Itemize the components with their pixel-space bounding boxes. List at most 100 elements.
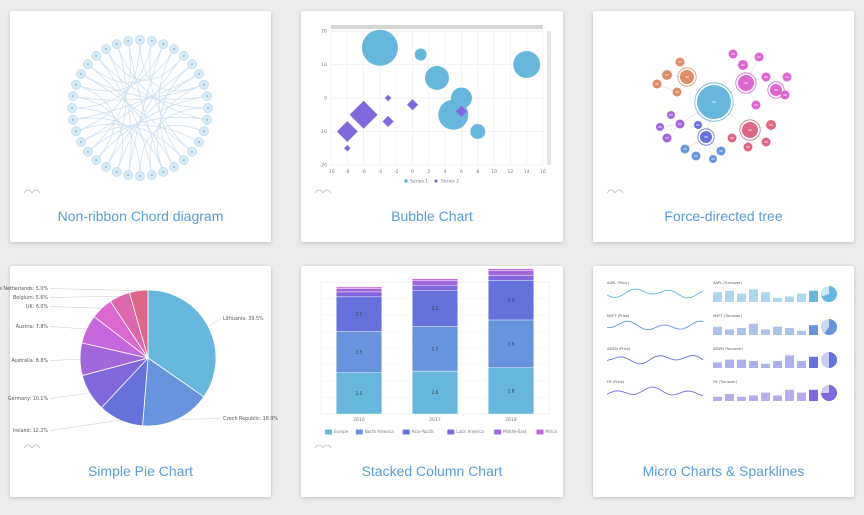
column-segment	[411, 280, 458, 286]
chord-link	[105, 48, 132, 176]
bubble-point	[438, 99, 469, 130]
chord-link	[72, 117, 164, 173]
tree-node-label-mark	[678, 61, 682, 63]
legend-label: Latin America	[456, 429, 484, 434]
micro-column	[737, 328, 746, 335]
chord-link	[75, 123, 185, 161]
tree-node-label-mark	[731, 53, 735, 55]
column-segment	[336, 372, 382, 415]
tree-node-label-mark	[785, 76, 789, 78]
x-tick-label: 10	[491, 169, 497, 175]
diamond-point	[384, 94, 392, 102]
sparkline	[606, 288, 704, 299]
tree-node-label-mark	[783, 94, 787, 96]
stacked-column-chart: 2.52.52.120162.62.72.220172.82.92.42018E…	[314, 268, 558, 449]
demo-card-micro-charts[interactable]: AAPL (Price)AAPL (Turnover)MSFT (Price)M…	[593, 266, 854, 497]
tree-node-label-mark	[704, 136, 708, 138]
card-title[interactable]: Simple Pie Chart	[87, 463, 194, 479]
chord-link	[139, 39, 205, 92]
legend-marker	[536, 429, 544, 435]
pie-label-connector	[49, 392, 90, 399]
legend-marker	[494, 429, 502, 435]
chord-link	[116, 55, 185, 173]
pie-slice	[142, 357, 205, 427]
column-value-label: 2.5	[356, 391, 363, 396]
legend-label: Asia-Pacific	[412, 429, 435, 434]
tree-node-label-mark	[744, 82, 748, 84]
card-title[interactable]: Non-ribbon Chord diagram	[57, 208, 224, 224]
diamond-point	[336, 121, 358, 142]
micro-column	[725, 394, 734, 401]
legend-marker	[434, 179, 438, 183]
column-segment	[411, 290, 458, 327]
legend-label: Middle-East	[503, 429, 527, 434]
card-title[interactable]: Force-directed tree	[664, 208, 783, 224]
card-title[interactable]: Bubble Chart	[391, 208, 473, 224]
column-sparkline-label: MSFT (Turnover)	[713, 314, 743, 318]
chord-link	[105, 73, 200, 168]
demo-card-chord[interactable]: Non-ribbon Chord diagram	[10, 11, 271, 242]
chord-node-dot	[138, 38, 142, 42]
column-sparkline-label: AMZN (Turnover)	[713, 347, 744, 351]
tree-node-label-mark	[774, 89, 778, 91]
tree-node-label-mark	[665, 74, 669, 76]
legend-label: Africa	[546, 429, 558, 434]
column-segment	[487, 270, 534, 276]
column-sparkline-label: AAPL (Turnover)	[713, 281, 742, 285]
micro-column	[797, 293, 806, 302]
chord-link	[149, 107, 209, 176]
pie-label-connector	[177, 418, 222, 420]
x-tick-label: 2	[427, 169, 430, 175]
micro-column	[725, 329, 734, 335]
chord-link	[127, 40, 164, 173]
chord-link	[72, 73, 200, 121]
tree-node-label-mark	[712, 101, 716, 103]
diamond-point	[382, 115, 394, 128]
micro-column	[737, 359, 746, 368]
sparkline-label: AAPL (Price)	[607, 281, 629, 285]
sparkline-label: AMZN (Price)	[607, 347, 631, 351]
card-title[interactable]: Stacked Column Chart	[361, 463, 503, 479]
legend-label: North America	[365, 429, 395, 434]
x-tick-label: -4	[378, 169, 383, 175]
pie-slice-label: Australia: 8.8%	[11, 358, 48, 364]
pie-thumbnail: Lithuania: 39.5%Czech Republic: 18.9%Ire…	[0, 272, 278, 452]
column-segment	[487, 319, 534, 368]
column-segment	[336, 286, 382, 289]
chord-node-dot	[205, 118, 209, 122]
x-tick-label: 12	[508, 169, 514, 175]
force-tree-diagram	[606, 49, 792, 194]
legend-marker	[402, 429, 410, 435]
pie-slice-label: Czech Republic: 18.9%	[223, 416, 278, 422]
micro-column	[761, 329, 770, 335]
tree-node-label-mark	[746, 146, 750, 148]
bubble-point	[361, 29, 398, 66]
tree-node-label-mark	[741, 64, 745, 66]
sparkline	[606, 355, 704, 365]
card-title[interactable]: Micro Charts & Sparklines	[642, 463, 805, 479]
chord-node-dot	[202, 83, 206, 86]
legend-marker	[325, 429, 332, 435]
demo-card-force-tree[interactable]: Force-directed tree	[593, 11, 854, 242]
column-sparkline-label: FB (Turnover)	[713, 380, 738, 384]
diamond-point	[455, 105, 468, 117]
pie-slice-label: Ireland: 12.2%	[13, 428, 48, 434]
chord-node-dot	[197, 72, 201, 76]
chord-node-dot	[115, 170, 118, 174]
micro-column	[809, 325, 818, 335]
chord-link	[71, 40, 153, 109]
demo-card-pie[interactable]: Lithuania: 39.5%Czech Republic: 18.9%Ire…	[0, 266, 278, 497]
chord-link	[95, 55, 153, 176]
legend-marker	[355, 429, 363, 435]
chord-link	[75, 39, 141, 132]
column-value-label: 2.9	[508, 341, 515, 346]
tree-node-label-mark	[711, 158, 715, 160]
column-value-label: 2.5	[356, 350, 363, 355]
micro-column	[785, 389, 794, 401]
tree-node-label-mark	[685, 76, 689, 78]
micro-column	[761, 292, 770, 302]
chord-link	[72, 95, 124, 173]
